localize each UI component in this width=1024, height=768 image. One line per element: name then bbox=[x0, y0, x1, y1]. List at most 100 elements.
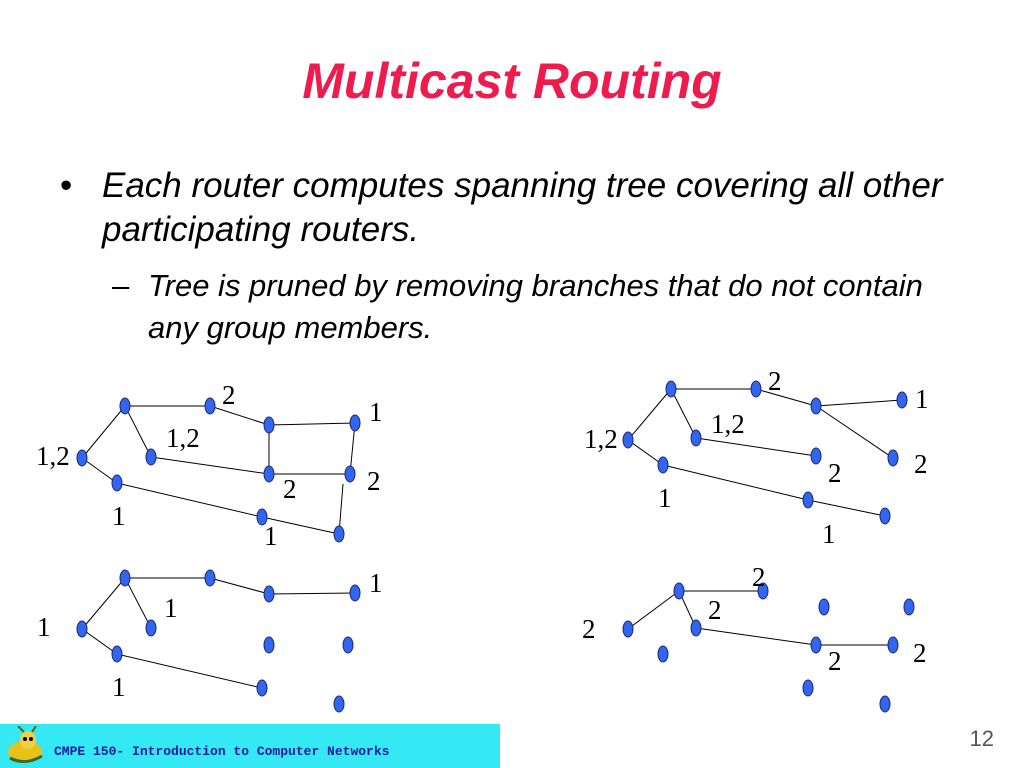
edge bbox=[627, 590, 680, 630]
edge bbox=[815, 405, 894, 459]
edge bbox=[261, 516, 340, 535]
edge bbox=[807, 499, 886, 517]
group-label: 1,2 bbox=[584, 424, 618, 454]
edge bbox=[81, 457, 118, 484]
edge bbox=[116, 653, 263, 689]
router-node bbox=[111, 645, 123, 663]
group-label: 1,2 bbox=[166, 423, 200, 453]
edge bbox=[349, 422, 356, 475]
router-node bbox=[622, 431, 634, 449]
router-node bbox=[204, 397, 216, 415]
edge bbox=[268, 422, 356, 426]
router-node bbox=[342, 636, 354, 654]
router-node bbox=[333, 695, 345, 713]
group-label: 1 bbox=[822, 519, 836, 549]
router-node bbox=[333, 525, 345, 543]
group-label: 1 bbox=[658, 483, 672, 513]
group-label: 2 bbox=[708, 595, 722, 625]
router-node bbox=[263, 636, 275, 654]
router-node bbox=[810, 447, 822, 465]
router-node bbox=[622, 620, 634, 638]
router-node bbox=[810, 636, 822, 654]
edge bbox=[662, 464, 809, 501]
router-node bbox=[349, 584, 361, 602]
router-node bbox=[673, 582, 685, 600]
group-label: 1 bbox=[369, 568, 383, 598]
router-node bbox=[657, 645, 669, 663]
edge bbox=[124, 577, 152, 629]
edge bbox=[209, 405, 270, 426]
group-label: 1 bbox=[915, 384, 929, 414]
router-node bbox=[802, 679, 814, 697]
group-label: 2 bbox=[914, 449, 928, 479]
slug-mascot-logo-icon bbox=[8, 726, 43, 763]
top-right-tree: 2 1 1,2 1,2 2 2 1 1 bbox=[584, 366, 929, 549]
slide-title: Multicast Routing bbox=[302, 53, 722, 109]
router-node bbox=[263, 416, 275, 434]
group-label: 1 bbox=[369, 397, 383, 427]
router-node bbox=[263, 585, 275, 603]
group-label: 1,2 bbox=[36, 441, 70, 471]
group-label: 2 bbox=[283, 474, 297, 504]
edge bbox=[268, 592, 356, 595]
group-label: 1 bbox=[164, 593, 178, 623]
router-node bbox=[757, 582, 769, 600]
group-label: 1 bbox=[37, 612, 51, 642]
edge bbox=[116, 482, 263, 518]
router-node bbox=[690, 619, 702, 637]
router-node bbox=[665, 380, 677, 398]
bullet-point: • Each router computes spanning tree cov… bbox=[60, 164, 980, 252]
edge bbox=[150, 456, 270, 475]
router-node bbox=[879, 507, 891, 525]
group-label: 2 bbox=[913, 638, 927, 668]
router-node bbox=[690, 429, 702, 447]
group-label: 2 bbox=[582, 614, 596, 644]
router-node bbox=[903, 598, 915, 616]
router-node bbox=[349, 414, 361, 432]
group-label: 2 bbox=[828, 458, 842, 488]
router-node bbox=[111, 474, 123, 492]
router-node bbox=[119, 397, 131, 415]
course-title: CMPE 150- Introduction to Computer Netwo… bbox=[54, 744, 390, 759]
group-label: 1 bbox=[112, 672, 126, 702]
router-node bbox=[818, 598, 830, 616]
group-label: 2 bbox=[752, 562, 766, 592]
edge bbox=[670, 388, 697, 439]
page-number: 12 bbox=[969, 726, 994, 751]
router-node bbox=[887, 449, 899, 467]
router-node bbox=[657, 456, 669, 474]
edge bbox=[815, 399, 903, 407]
group-label: 2 bbox=[768, 366, 782, 396]
edge bbox=[124, 405, 152, 458]
edge bbox=[81, 405, 126, 459]
edge bbox=[755, 388, 817, 407]
edge bbox=[627, 439, 664, 466]
router-node bbox=[802, 491, 814, 509]
edge bbox=[627, 388, 672, 441]
edge bbox=[209, 577, 270, 595]
router-node bbox=[204, 569, 216, 587]
sub-bullet-point: – Tree is pruned by removing branches th… bbox=[112, 265, 972, 349]
edge bbox=[695, 627, 817, 646]
bottom-left-tree: 1 1 1 1 1 bbox=[37, 568, 383, 758]
router-node bbox=[263, 465, 275, 483]
router-node bbox=[145, 619, 157, 637]
footer-bar: CMPE 150- Introduction to Computer Netwo… bbox=[0, 724, 500, 768]
router-node bbox=[76, 620, 88, 638]
bullet-text: Each router computes spanning tree cover… bbox=[102, 166, 943, 249]
bottom-right-tree: 2 2 2 2 2 bbox=[582, 562, 927, 713]
router-node bbox=[76, 449, 88, 467]
edge bbox=[81, 577, 126, 630]
router-node bbox=[896, 391, 908, 409]
sub-bullet-mark: – bbox=[112, 268, 130, 303]
router-node bbox=[256, 508, 268, 526]
group-label: 2 bbox=[222, 380, 236, 410]
group-label: 2 bbox=[828, 646, 842, 676]
bullet-mark: • bbox=[60, 166, 73, 205]
router-node bbox=[887, 636, 899, 654]
router-node bbox=[810, 397, 822, 415]
group-label: 1 bbox=[112, 501, 126, 531]
group-label: 2 bbox=[367, 466, 381, 496]
router-node bbox=[145, 448, 157, 466]
